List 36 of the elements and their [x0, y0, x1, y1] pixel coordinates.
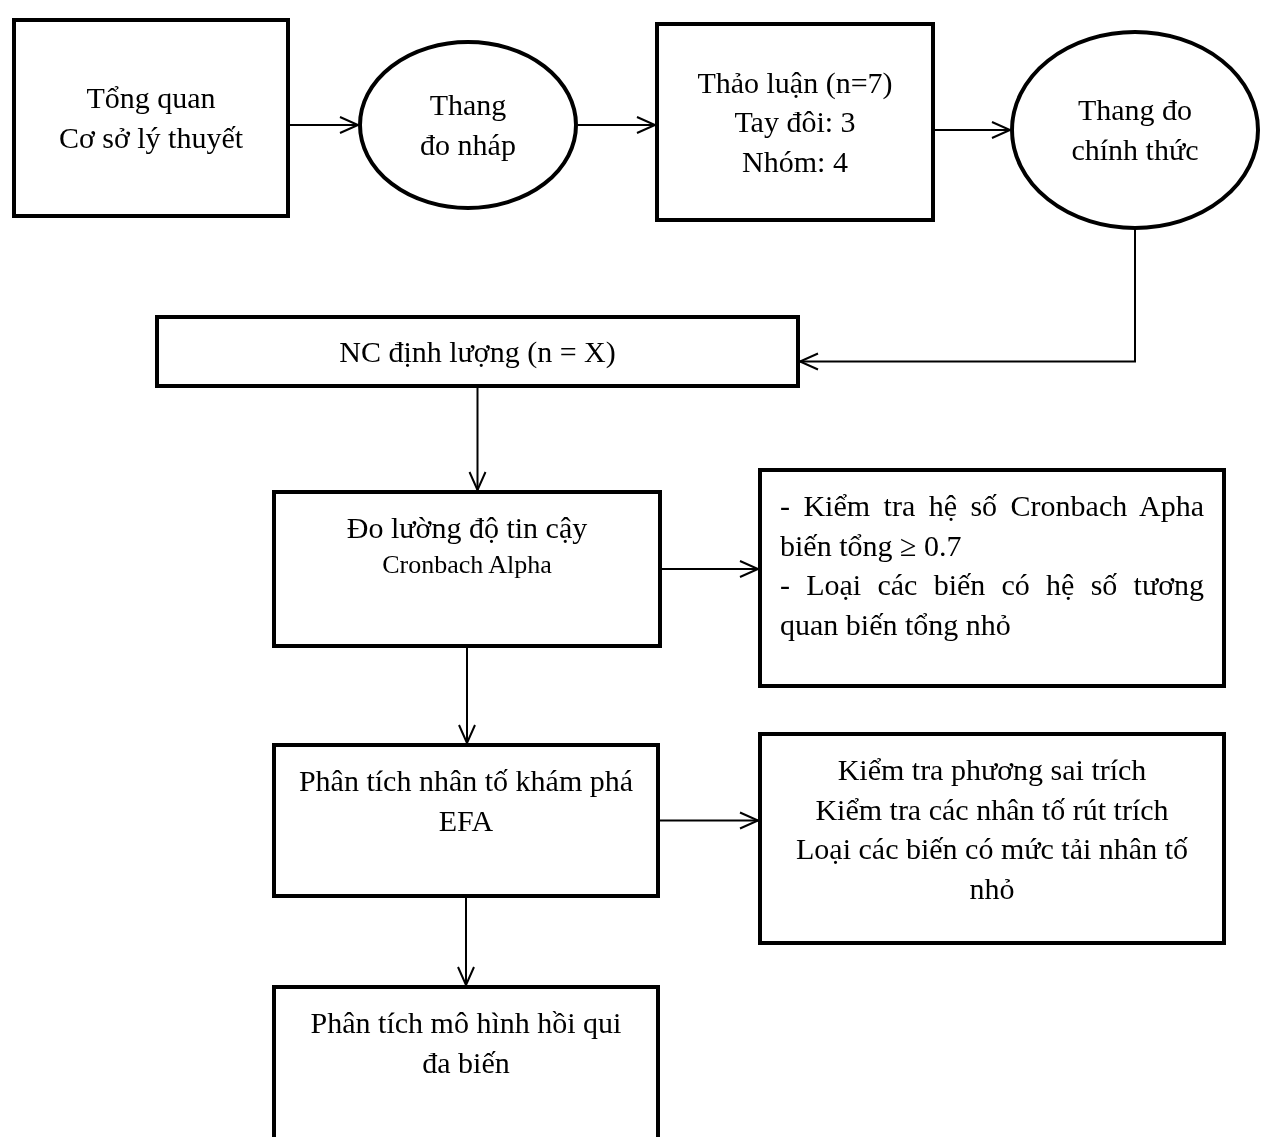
node-text: - Loại các biến có hệ số tương quan biến tổng nhỏ [780, 567, 1204, 643]
arrow [799, 229, 1136, 371]
process-box [272, 743, 660, 898]
arrow [458, 647, 476, 744]
process-box [758, 468, 1226, 688]
arrow [934, 121, 1011, 139]
node-text: Kiểm tra các nhân tố rút trích [814, 791, 1170, 828]
node-text: Thang đo chính thức [1070, 92, 1200, 168]
node-text: Thảo luận (n=7) [696, 64, 894, 101]
arrow [661, 560, 759, 578]
process-box [758, 732, 1226, 945]
arrow [457, 897, 475, 986]
process-box [655, 22, 935, 222]
node-text: Tay đôi: 3 [733, 104, 857, 141]
arrow [468, 387, 487, 491]
node-text: Kiểm tra phương sai trích [836, 752, 1148, 788]
oval-node [358, 40, 578, 210]
node-text: Nhóm: 4 [741, 143, 849, 180]
node-text: NC định lượng (n = X) [338, 333, 617, 370]
node-text: Thang đo nháp [419, 87, 517, 163]
arrow [289, 116, 359, 134]
node-text: Cronbach Alpha [381, 548, 553, 581]
node-text: Cơ sở lý thuyết [57, 120, 245, 156]
node-text: Loại các biến có mức tải nhân tố nhỏ [795, 831, 1189, 907]
node-text: - Kiểm tra hệ số Cronbach Apha biến tổng ≥ 0.7 [780, 488, 1204, 564]
arrow [659, 811, 759, 830]
node-text: Phân tích mô hình hồi qui đa biến [309, 1005, 623, 1081]
process-box [272, 985, 660, 1137]
oval-node [1010, 30, 1260, 230]
process-box [272, 490, 662, 648]
node-text: Phân tích nhân tố khám phá EFA [297, 763, 635, 839]
node-text: Đo lường độ tin cậy [345, 510, 589, 546]
arrow [577, 116, 656, 134]
process-box [155, 315, 800, 388]
process-box [12, 18, 290, 218]
node-text: Tổng quan [85, 80, 217, 117]
